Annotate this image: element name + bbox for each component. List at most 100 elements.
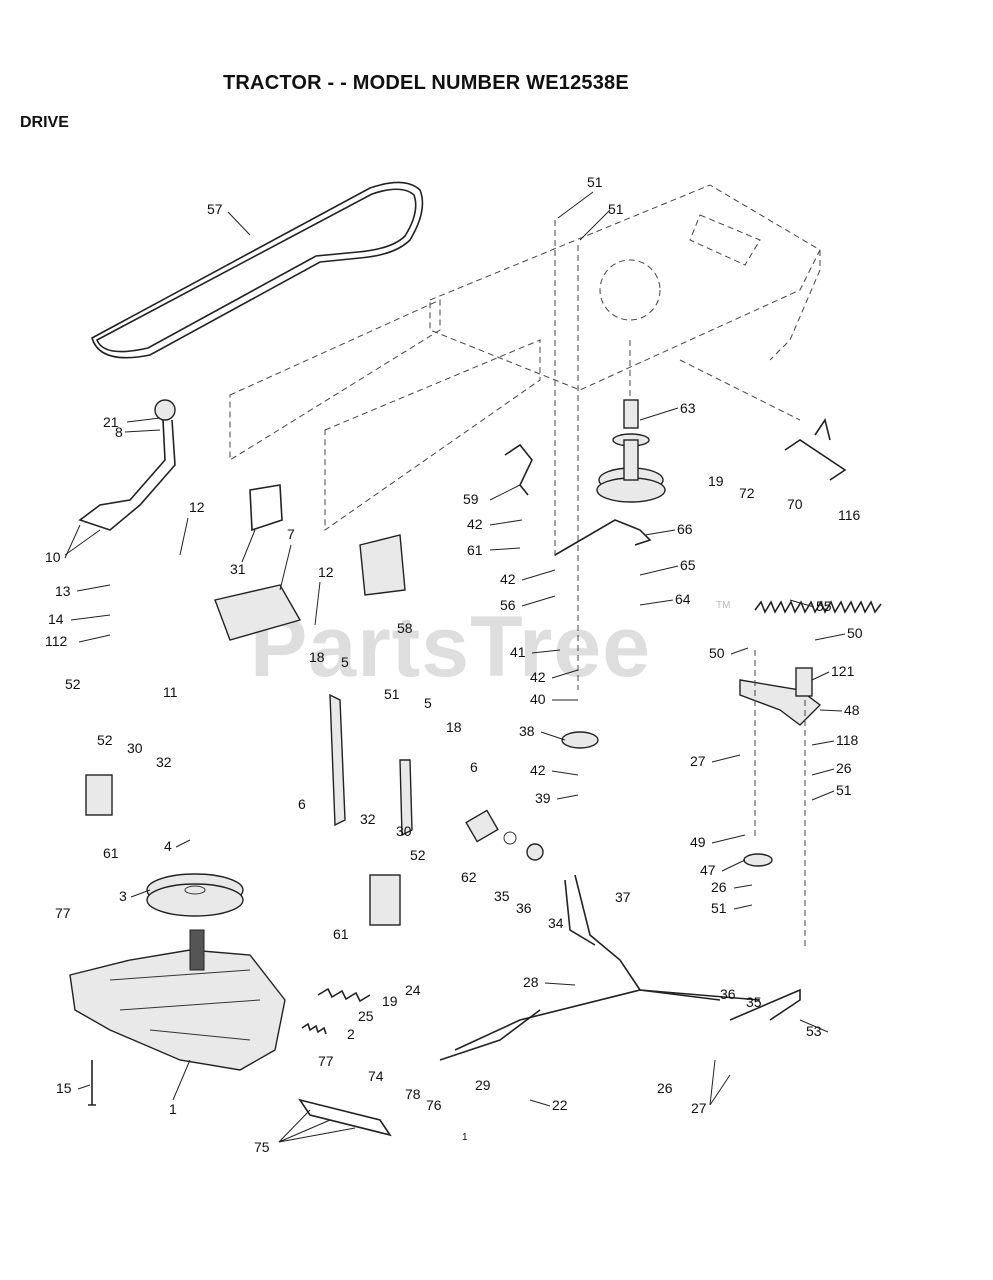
retainer-spring [784, 418, 847, 481]
callout-51: 51 [711, 900, 727, 916]
callout-19: 19 [708, 473, 724, 489]
watermark: PartsTree [250, 599, 651, 695]
callout-70: 70 [787, 496, 803, 512]
callout-64: 64 [675, 591, 691, 607]
callout-74: 74 [368, 1068, 384, 1084]
callout-65: 65 [680, 557, 696, 573]
callout-49: 49 [690, 834, 706, 850]
brake-rod [454, 989, 761, 1051]
callout-28: 28 [523, 974, 539, 990]
pedal-shaft [574, 874, 721, 1001]
callout-2: 2 [347, 1026, 355, 1042]
callout-18: 18 [446, 719, 462, 735]
watermark-tm: TM [716, 600, 730, 611]
callout-3: 3 [119, 888, 127, 904]
frame-chassis [229, 184, 821, 690]
callout-59: 59 [463, 491, 479, 507]
callout-26: 26 [711, 879, 727, 895]
callout-25: 25 [358, 1008, 374, 1024]
spring-2 [301, 1022, 327, 1035]
leader-lines [64, 191, 846, 1143]
callout-52: 52 [410, 847, 426, 863]
callout-30: 30 [127, 740, 143, 756]
callout-51: 51 [608, 201, 624, 217]
callout-77: 77 [318, 1053, 334, 1069]
callout-39: 39 [535, 790, 551, 806]
engine-pulley [596, 399, 666, 503]
callout-6: 6 [470, 759, 478, 775]
idler-arm-2 [399, 759, 413, 837]
callout-51: 51 [587, 174, 603, 190]
mount-bracket-right [369, 874, 401, 926]
idler-pulley [561, 731, 599, 749]
callout-12: 12 [318, 564, 334, 580]
callout-8: 8 [115, 424, 123, 440]
callout-77: 77 [55, 905, 71, 921]
callout-42: 42 [530, 669, 546, 685]
callout-75: 75 [254, 1139, 270, 1155]
callout-12: 12 [189, 499, 205, 515]
callout-24: 24 [405, 982, 421, 998]
callout-21: 21 [103, 414, 119, 430]
callout-36: 36 [516, 900, 532, 916]
callout-32: 32 [360, 811, 376, 827]
callout-29: 29 [475, 1077, 491, 1093]
pedal [564, 879, 596, 946]
callout-31: 31 [230, 561, 246, 577]
tension-spring [754, 600, 882, 614]
shift-bracket [214, 484, 406, 641]
callout-63: 63 [680, 400, 696, 416]
callout-51: 51 [836, 782, 852, 798]
callout-40: 40 [530, 691, 546, 707]
callout-55: 55 [816, 598, 832, 614]
spacer [795, 667, 813, 697]
callout-26: 26 [657, 1080, 673, 1096]
idler-pulley-rear [743, 853, 773, 867]
callout-18: 18 [309, 649, 325, 665]
spring-25 [317, 987, 371, 1003]
callout-35: 35 [746, 994, 762, 1010]
callout-52: 52 [97, 732, 113, 748]
clutch-spring-bracket [504, 443, 533, 496]
callout-51: 51 [384, 686, 400, 702]
callout-27: 27 [690, 753, 706, 769]
callout-6: 6 [298, 796, 306, 812]
callout-42: 42 [500, 571, 516, 587]
callout-34: 34 [548, 915, 564, 931]
callout-19: 19 [382, 993, 398, 1009]
page-mark: 1 [462, 1132, 468, 1143]
section-title: DRIVE [20, 114, 69, 131]
callout-58: 58 [397, 620, 413, 636]
callout-61: 61 [103, 845, 119, 861]
callout-42: 42 [467, 516, 483, 532]
bolt-15 [88, 1060, 96, 1106]
nut [526, 843, 544, 861]
callout-30: 30 [396, 823, 412, 839]
callout-57: 57 [207, 201, 223, 217]
callout-47: 47 [700, 862, 716, 878]
callout-7: 7 [287, 526, 295, 542]
callout-32: 32 [156, 754, 172, 770]
callout-11: 11 [163, 684, 178, 700]
callout-1: 1 [169, 1101, 177, 1117]
idler-arm [329, 693, 346, 827]
washer [503, 831, 517, 845]
callout-53: 53 [806, 1023, 822, 1039]
idler-rod [554, 519, 652, 556]
linkage-75 [298, 1098, 392, 1137]
transaxle-pulley [146, 873, 244, 917]
callout-61: 61 [467, 542, 483, 558]
callout-5: 5 [341, 654, 349, 670]
callout-48: 48 [844, 702, 860, 718]
bushing [465, 809, 499, 843]
callout-22: 22 [552, 1097, 568, 1113]
callout-37: 37 [615, 889, 631, 905]
rod-53 [729, 988, 801, 1021]
callout-56: 56 [500, 597, 516, 613]
callout-66: 66 [677, 521, 693, 537]
callout-116: 116 [838, 507, 861, 523]
callout-26: 26 [836, 760, 852, 776]
callout-72: 72 [739, 485, 755, 501]
callout-76: 76 [426, 1097, 442, 1113]
